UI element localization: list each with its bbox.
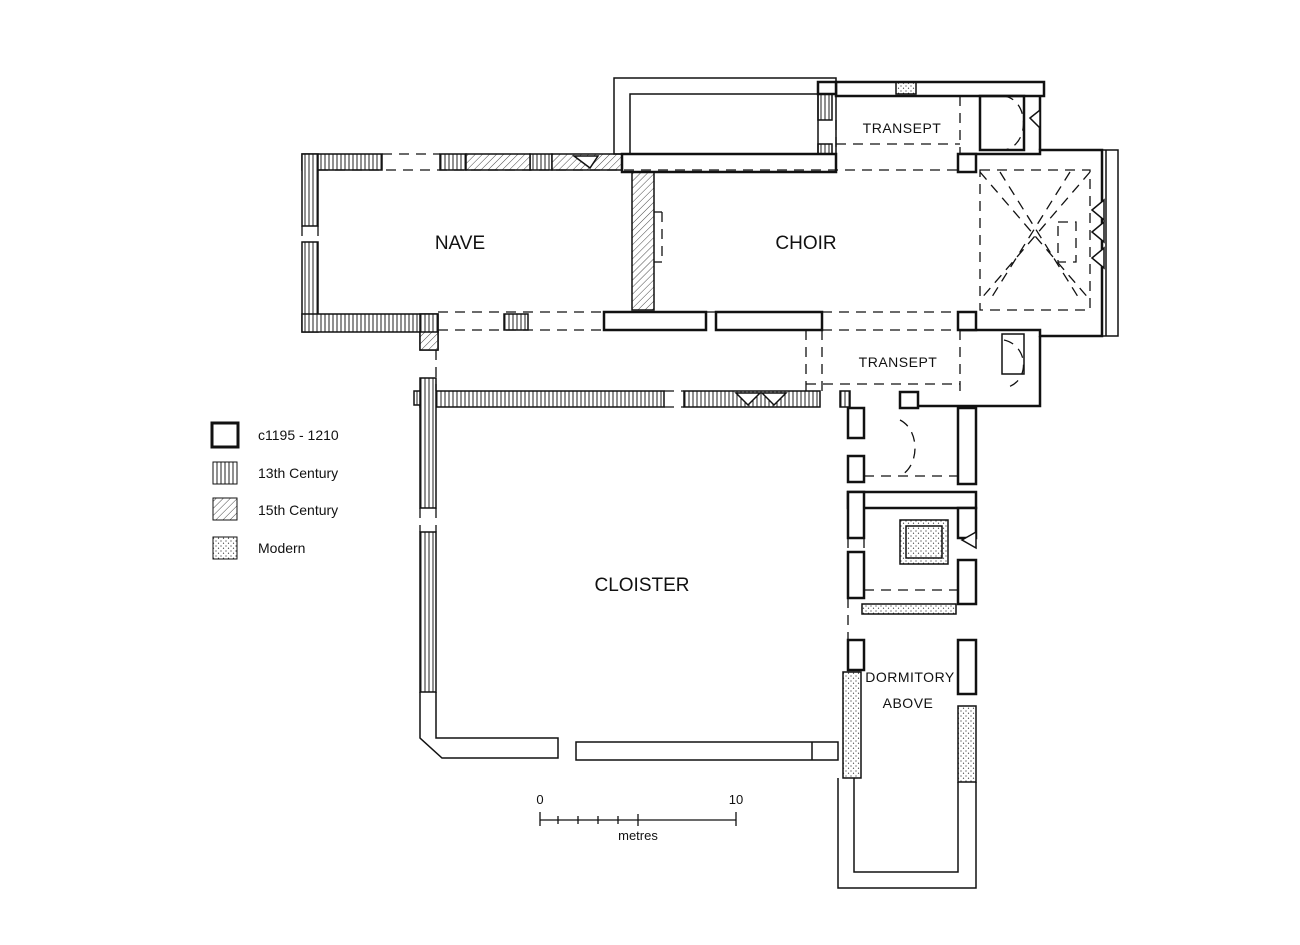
legend-label-13th: 13th Century: [258, 465, 338, 481]
legend: c1195 - 1210 13th Century 15th Century M…: [210, 421, 339, 560]
legend-swatch-modern: [212, 536, 238, 560]
scale-start: 0: [536, 792, 543, 807]
dashed-lines: [301, 95, 1091, 640]
label-cloister: CLOISTER: [594, 575, 689, 596]
label-nave: NAVE: [435, 233, 485, 254]
scale-bar: [539, 812, 737, 826]
outline-walls: [419, 77, 1119, 889]
label-dormitory: DORMITORY: [865, 669, 955, 685]
buttress-triangles: [571, 108, 1105, 550]
label-transept-south: TRANSEPT: [859, 354, 938, 370]
legend-swatch-15th: [212, 497, 238, 521]
legend-label-15th: 15th Century: [258, 502, 338, 518]
label-dormitory-above: ABOVE: [883, 695, 934, 711]
walls-15th-century: [419, 153, 655, 351]
scale-unit: metres: [618, 828, 658, 843]
legend-label-c1195: c1195 - 1210: [258, 427, 339, 443]
label-transept-north: TRANSEPT: [863, 120, 942, 136]
legend-swatch-13th: [212, 461, 238, 485]
walls-13th-century: [301, 91, 851, 693]
scale-end: 10: [729, 792, 743, 807]
legend-swatch-solid: [210, 421, 240, 449]
walls-modern: [842, 81, 977, 783]
walls-c1195-1210: [602, 80, 1104, 696]
label-choir: CHOIR: [775, 233, 836, 254]
legend-label-modern: Modern: [258, 540, 305, 556]
